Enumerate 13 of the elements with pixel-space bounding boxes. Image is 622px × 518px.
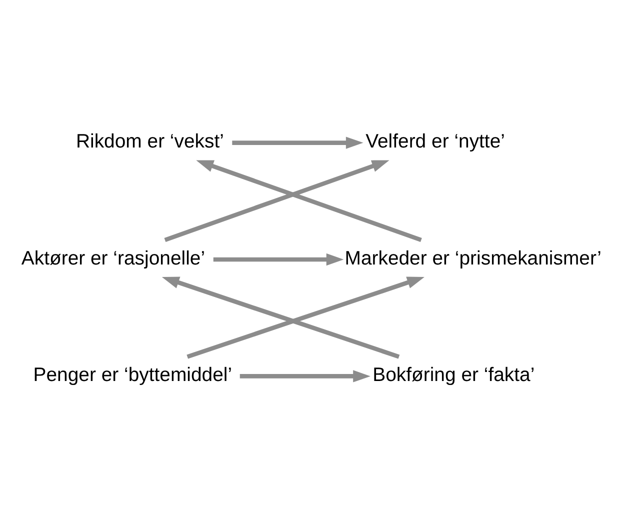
node-text: Markeder er ‘prismekanismer’ — [344, 246, 602, 269]
arrow — [186, 276, 424, 358]
arrow — [213, 252, 344, 266]
node-text: Aktører er ‘rasjonelle’ — [21, 246, 206, 269]
node-text: Rikdom er ‘vekst’ — [76, 130, 224, 152]
arrow — [196, 160, 422, 242]
node-text: Bokføring er ‘fakta’ — [372, 363, 535, 386]
arrow — [162, 276, 400, 358]
arrow — [164, 160, 390, 242]
node-text: Velferd er ‘nytte’ — [366, 130, 505, 152]
arrow — [240, 370, 370, 382]
arrow — [232, 136, 364, 148]
node-text: Penger er ‘byttemiddel’ — [33, 363, 232, 386]
